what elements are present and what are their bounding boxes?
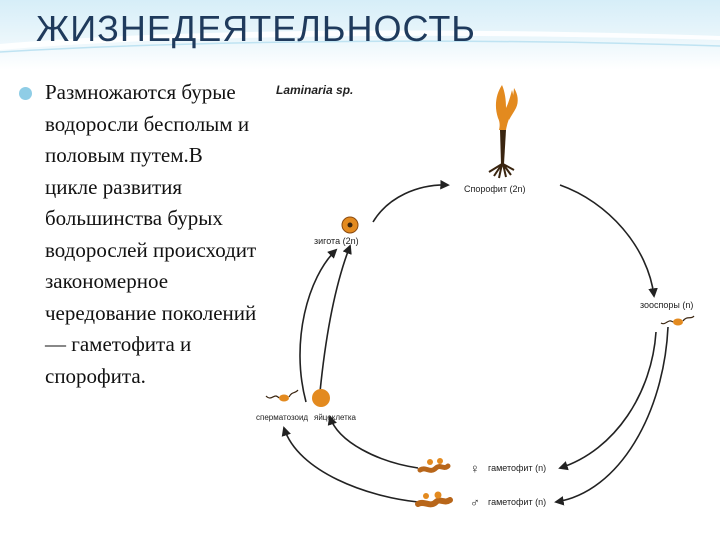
arrow-zygote-to-sporophyte (372, 179, 450, 223)
arrow-male-gametophyte-to-spermatozoid (281, 426, 419, 503)
organism-label: Laminaria sp. (276, 83, 353, 97)
slide-title: ЖИЗНЕДЕЯТЕЛЬНОСТЬ (36, 8, 476, 49)
female-symbol: ♀ (470, 461, 480, 476)
female-gametophyte-icon (417, 458, 451, 473)
sporophyte-label: Спорофит (2n) (464, 184, 525, 194)
arrow-spermatozoid-to-zygote (299, 248, 338, 403)
arrow-egg-to-zygote (319, 244, 352, 393)
male-gametophyte-icon (415, 491, 453, 508)
spermatozoid-icon (265, 389, 299, 402)
arrow-sporophyte-to-zoospores (559, 184, 658, 298)
female-gametophyte-label: гаметофит (n) (488, 463, 546, 473)
arrow-zoospores-to-male-gametophyte (554, 326, 669, 506)
decorative-swoosh (0, 30, 720, 53)
male-symbol: ♂ (470, 495, 480, 510)
egg-cell-icon (312, 389, 330, 407)
zoospores-label: зооспоры (n) (640, 300, 693, 310)
bullet-dot (19, 87, 32, 100)
zoospore-icon (660, 315, 695, 326)
zygote-label: зигота (2n) (314, 236, 359, 246)
title-band (0, 0, 720, 70)
arrow-female-gametophyte-to-egg (327, 415, 419, 469)
spermatozoid-label: сперматозоид (256, 413, 308, 422)
arrow-zoospores-to-female-gametophyte (558, 331, 657, 471)
egg-cell-label: яйцеклетка (314, 413, 357, 422)
sporophyte-icon (488, 85, 518, 179)
zygote-icon (341, 216, 359, 234)
laminaria-life-cycle-diagram: Laminaria sp. Спорофит (2n) зигота (2n) … (256, 83, 695, 510)
male-gametophyte-label: гаметофит (n) (488, 497, 546, 507)
bullet-text: Размножаются бурые водоросли бесполым и … (45, 80, 257, 388)
